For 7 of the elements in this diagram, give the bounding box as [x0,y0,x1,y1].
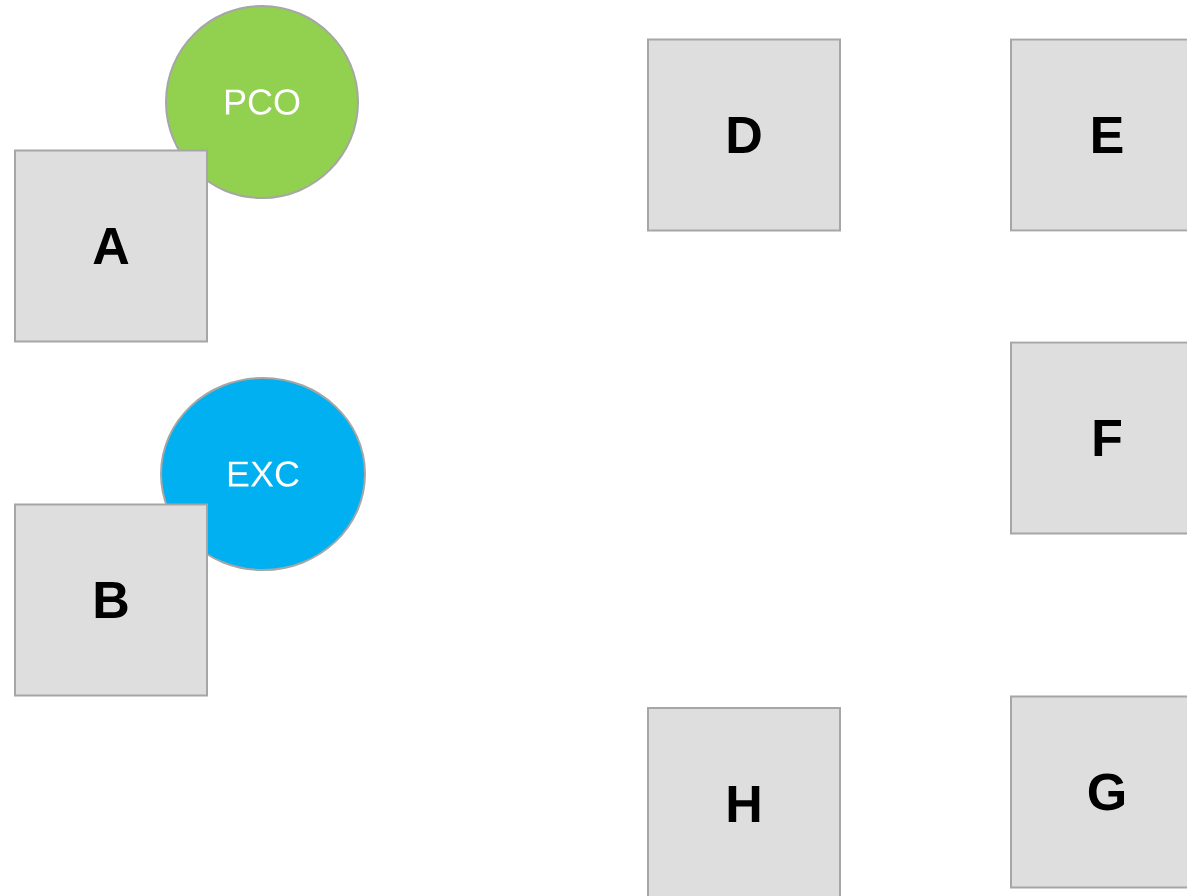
letter-box: A [14,149,208,343]
letter-box: H [647,707,841,896]
letter-box: F [1010,341,1187,535]
letter-box: G [1010,695,1187,889]
letter-box: B [14,503,208,697]
letter-box: E [1010,38,1187,232]
letter-box: D [647,38,841,232]
